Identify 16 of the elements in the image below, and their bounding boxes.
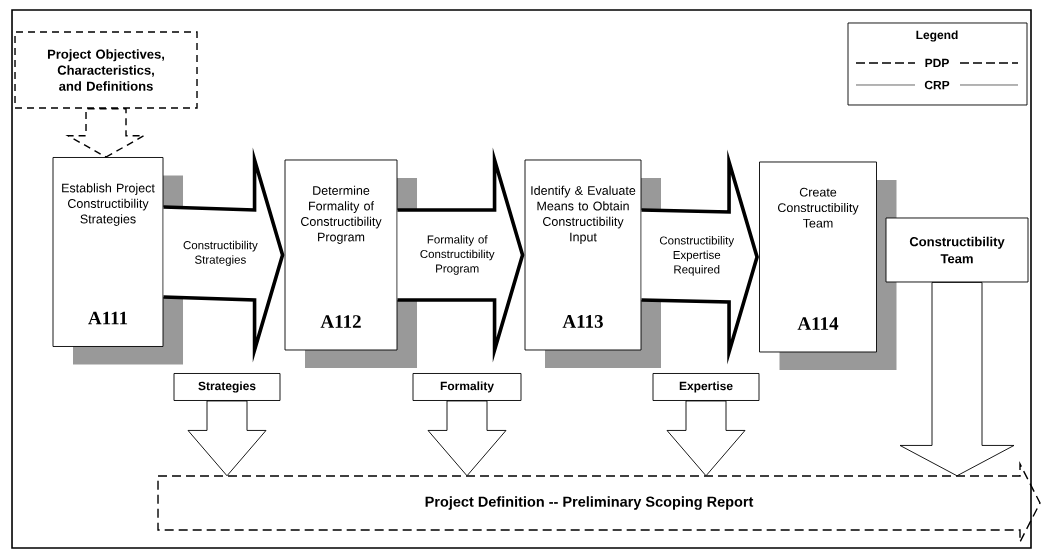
process-box: Create Constructibility Team A114 [759, 161, 897, 370]
edge-label: Formality of Constructibility Program [414, 234, 501, 276]
arrow [187, 400, 267, 477]
label-box: Strategies [173, 373, 281, 401]
label-box: Constructibility Team [885, 217, 1029, 283]
arrow [427, 400, 507, 477]
arrow [899, 282, 1015, 477]
label-box: Formality [412, 373, 522, 401]
input-box: Project Objectives, Characteristics, and Definitions [14, 31, 198, 109]
legend-text: PDP [925, 58, 949, 68]
process-box: Identify & Evaluate Means to Obtain Constructibility Input A113 [524, 159, 661, 368]
process-box: Determine Formality of Constructibility Program A112 [284, 159, 417, 368]
label-box: Expertise [652, 373, 760, 401]
arrow [666, 400, 746, 477]
process-box: Establish Project Constructibility Strategies A111 [52, 157, 183, 365]
legend-text: CRP [924, 80, 950, 90]
